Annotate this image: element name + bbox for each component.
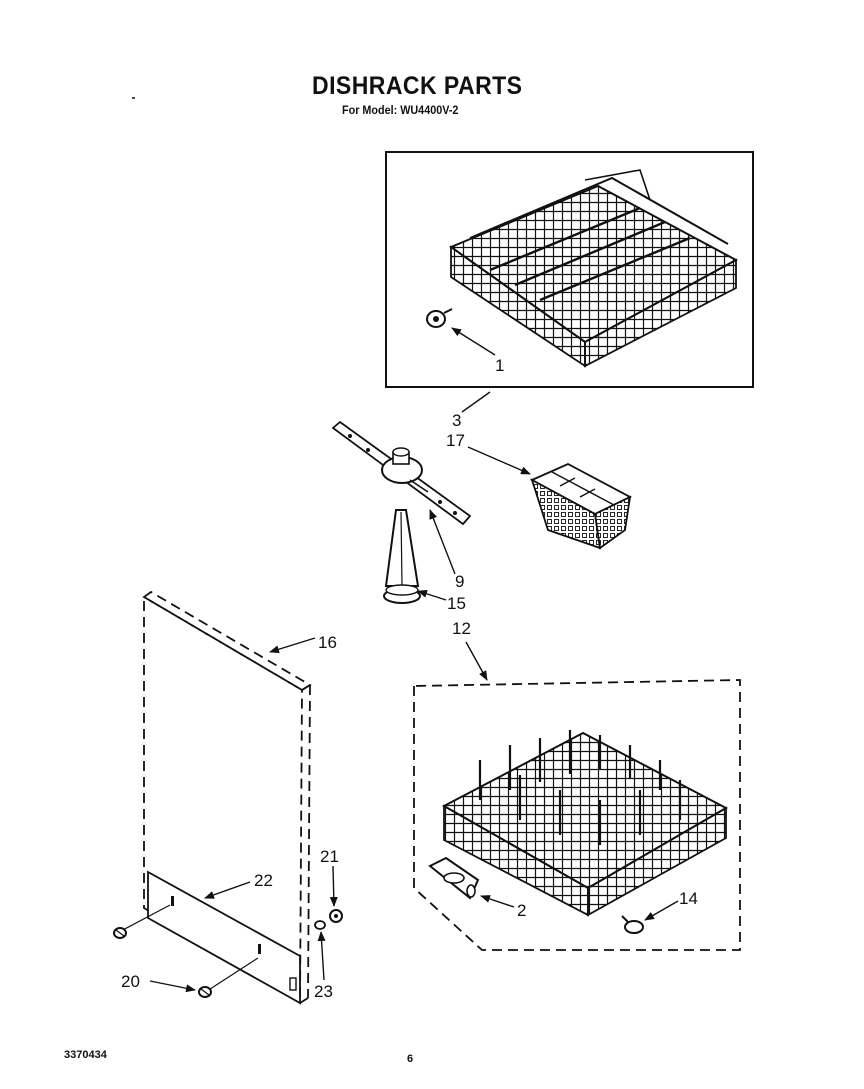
leader-16 [269, 637, 316, 654]
callout-22: 22 [254, 871, 273, 890]
spray-arm [331, 420, 472, 526]
leader-17 [467, 446, 531, 475]
screw-upper [113, 904, 171, 939]
silverware-basket [529, 462, 632, 550]
callout-23: 23 [314, 982, 333, 1001]
callout-14: 14 [679, 889, 698, 908]
upper-rack-box [385, 151, 754, 388]
document-number: 3370434 [64, 1049, 107, 1061]
leader-23 [317, 931, 326, 981]
upper-dishrack [448, 169, 739, 368]
leader-15 [417, 589, 447, 601]
lower-rack-box [413, 679, 741, 951]
leader-9 [429, 509, 456, 575]
page-number: 6 [407, 1053, 414, 1065]
callout-16: 16 [318, 633, 337, 652]
nut [329, 909, 343, 923]
leader-22 [204, 881, 251, 899]
callout-3: 3 [452, 411, 461, 430]
leader-2 [480, 895, 515, 908]
leader-1 [451, 327, 496, 356]
leader-3 [461, 391, 491, 413]
callout-21: 21 [320, 847, 339, 866]
rack-roller [426, 308, 453, 328]
callout-9: 9 [455, 572, 464, 591]
washer [314, 920, 326, 930]
leader-14 [644, 900, 679, 921]
leader-12 [465, 641, 488, 681]
page-title: DISHRACK PARTS [312, 72, 523, 100]
model-subtitle: For Model: WU4400V-2 [342, 103, 459, 117]
lower-rack-wheel [428, 856, 480, 900]
trim-panel [147, 870, 301, 1005]
rack-end-cap [621, 915, 644, 934]
callout-15: 15 [447, 594, 466, 613]
callout-12: 12 [452, 619, 471, 638]
callout-2: 2 [517, 901, 526, 920]
callout-1: 1 [495, 356, 504, 375]
leader-21 [329, 865, 338, 907]
lower-dishrack [441, 730, 729, 917]
leader-20 [149, 980, 196, 993]
callout-17: 17 [446, 431, 465, 450]
screw-lower [198, 957, 259, 998]
feed-tube [383, 509, 421, 604]
callout-20: 20 [121, 972, 140, 991]
